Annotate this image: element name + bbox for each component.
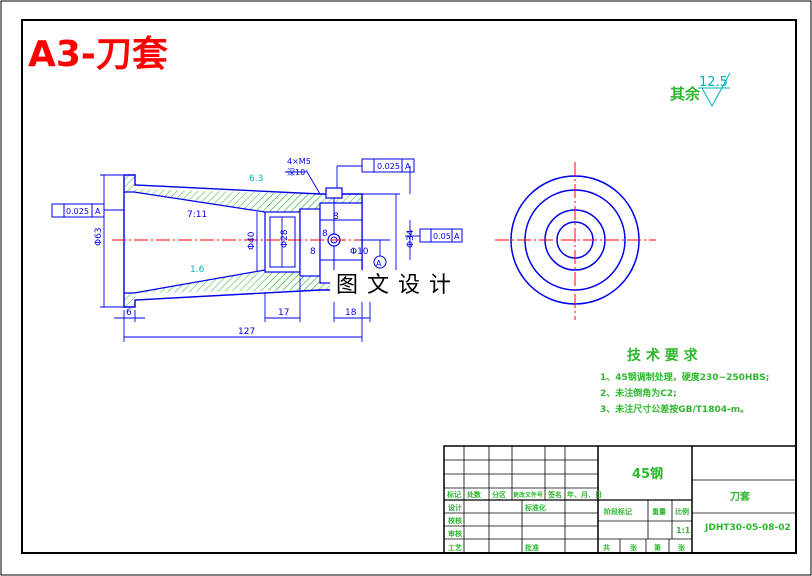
taper-upper — [124, 191, 266, 213]
tb-header-4: 签名 — [547, 490, 562, 499]
section-view: 0.025 A 0.025 A 0.05 A A 127 6 17 18 — [51, 157, 463, 342]
end-view — [495, 162, 656, 320]
tb-sheet-unit-1: 张 — [630, 543, 638, 552]
datum-marker: A — [373, 255, 387, 269]
tb-weight: 重量 — [652, 507, 666, 516]
tb-approval: 批准 — [525, 543, 539, 552]
right-bore — [299, 208, 321, 277]
surface-finish-label: 其余 — [670, 85, 701, 103]
tech-req-item-1: 1、45钢调制处理，硬度230~250HBS; — [600, 371, 769, 383]
tb-sheet-unit-2: 张 — [678, 543, 686, 552]
gdt-runout-frame: 0.05 A — [419, 228, 463, 243]
dim-dia-right: Φ34 — [406, 229, 416, 248]
datum-letter: A — [376, 259, 382, 268]
technical-requirements: 技 术 要 求 1、45钢调制处理，硬度230~250HBS; 2、未注倒角为C… — [600, 347, 769, 415]
tb-row-process: 工艺 — [448, 543, 462, 552]
dim-slot-width: 18 — [345, 308, 357, 318]
dim-flange-thickness: 6 — [126, 308, 132, 318]
dim-small-3: Φ10 — [350, 247, 369, 257]
tb-row-review: 审核 — [448, 529, 462, 538]
drawing-frame — [21, 19, 797, 554]
drawing-title: A3-刀套 — [28, 34, 168, 75]
tb-standardization: 标准化 — [524, 503, 546, 512]
taper-lower — [124, 269, 266, 294]
gdt-perp-frame: 0.025 A — [51, 203, 124, 218]
taper-angle-label: 7:11 — [187, 210, 207, 220]
watermark-text: 图 文 设 计 — [336, 273, 452, 299]
tb-header-3: 更改文件号 — [513, 491, 543, 499]
gdt-position-frame: 0.025 A — [361, 158, 415, 173]
tb-header-2: 分区 — [492, 490, 506, 499]
right-housing — [319, 202, 363, 284]
dim-small-2: 8 — [310, 247, 316, 257]
hole-note-sub: 深10 — [287, 168, 305, 177]
dim-dia-inner: Φ28 — [280, 229, 290, 248]
tb-sheet-no: 第 — [654, 543, 661, 552]
tb-header-5: 年、月、日 — [567, 490, 602, 499]
surface-finish-value: 12.5 — [699, 75, 728, 90]
gdt-runout-datum: A — [454, 232, 460, 241]
dim-dia-left: Φ63 — [94, 227, 104, 246]
gdt-runout-value: 0.05 — [433, 232, 451, 241]
tb-part-name: 刀套 — [730, 490, 751, 503]
dim-roughness-a: 6.3 — [249, 174, 263, 184]
gdt-position-datum: A — [405, 162, 411, 171]
tb-stage-mark: 阶段标记 — [604, 507, 632, 516]
dim-roughness-b: 1.6 — [190, 265, 205, 275]
gdt-position-value: 0.025 — [377, 162, 400, 171]
tb-header-0: 标记 — [446, 490, 461, 499]
bore-inner — [269, 216, 296, 268]
tb-scale-label: 比例 — [675, 507, 689, 516]
tb-sheet-total: 共 — [603, 543, 610, 552]
dim-overall-length: 127 — [238, 327, 255, 337]
title-block — [443, 445, 797, 554]
dim-bore-depth: 17 — [278, 308, 289, 318]
tb-row-design: 设计 — [448, 503, 462, 512]
tb-scale-value: 1:1 — [676, 526, 691, 535]
dim-small-4: 8 — [322, 229, 328, 239]
tb-header-1: 处数 — [466, 490, 482, 499]
dim-dia-bore: Φ40 — [247, 231, 257, 250]
hole-note: 4×M5 — [287, 157, 311, 166]
dim-small-1: 8 — [333, 212, 339, 222]
screw-head — [325, 187, 343, 199]
tb-row-check: 校核 — [448, 516, 462, 525]
tech-req-item-3: 3、未注尺寸公差按GB/T1804-m。 — [600, 403, 749, 415]
gdt-perp-value: 0.025 — [66, 207, 89, 216]
tech-req-item-2: 2、未注倒角为C2; — [600, 387, 677, 399]
tb-drawing-no: JDHT30-05-08-02 — [704, 523, 791, 533]
tech-req-heading: 技 术 要 求 — [627, 347, 699, 364]
gdt-perp-datum: A — [95, 207, 101, 216]
surface-finish-symbol: 其余 12.5 — [670, 72, 731, 108]
hatch-upper-bore — [265, 194, 320, 212]
tb-material: 45钢 — [632, 466, 663, 482]
